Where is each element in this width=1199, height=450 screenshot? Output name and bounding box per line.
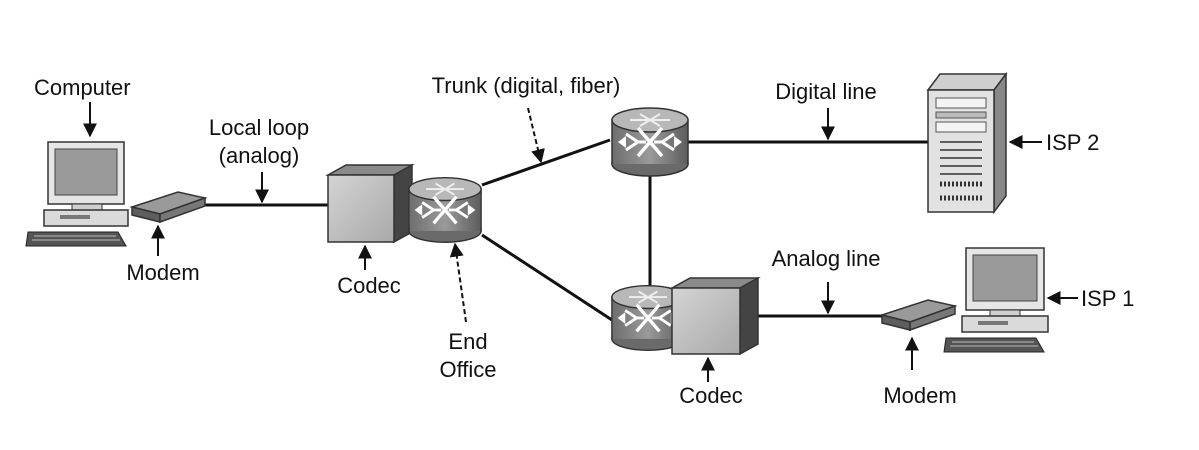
local-loop-sub-label: (analog) <box>219 143 300 168</box>
computer-label: Computer <box>34 75 131 100</box>
trunk-line-lower <box>481 233 613 322</box>
end-office-sub-label: Office <box>439 357 496 382</box>
codec-box-right <box>669 276 761 356</box>
server-isp2 <box>926 71 1008 215</box>
end-office-arrow <box>449 242 467 323</box>
computer-isp1 <box>943 247 1049 353</box>
codec-box-left <box>325 163 415 244</box>
trunk-line-upper <box>481 138 611 187</box>
switch-end-office <box>407 176 483 244</box>
digital-line-label: Digital line <box>775 79 877 104</box>
end-office-label: End <box>448 329 487 354</box>
modem-right <box>879 299 958 332</box>
trunk-arrow <box>527 107 545 164</box>
codec-right-label: Codec <box>679 383 743 408</box>
computer-left <box>25 141 129 247</box>
analog-line-label: Analog line <box>772 246 881 271</box>
connection-lines <box>205 138 928 322</box>
modem-right-label: Modem <box>883 383 956 408</box>
local-loop-label: Local loop <box>209 115 309 140</box>
codec-left-label: Codec <box>337 273 401 298</box>
modem-left <box>129 191 208 224</box>
modem-left-label: Modem <box>126 260 199 285</box>
isp1-label: ISP 1 <box>1081 286 1134 311</box>
switch-upper-toll <box>610 106 690 178</box>
isp2-label: ISP 2 <box>1046 130 1099 155</box>
trunk-label: Trunk (digital, fiber) <box>432 73 621 98</box>
